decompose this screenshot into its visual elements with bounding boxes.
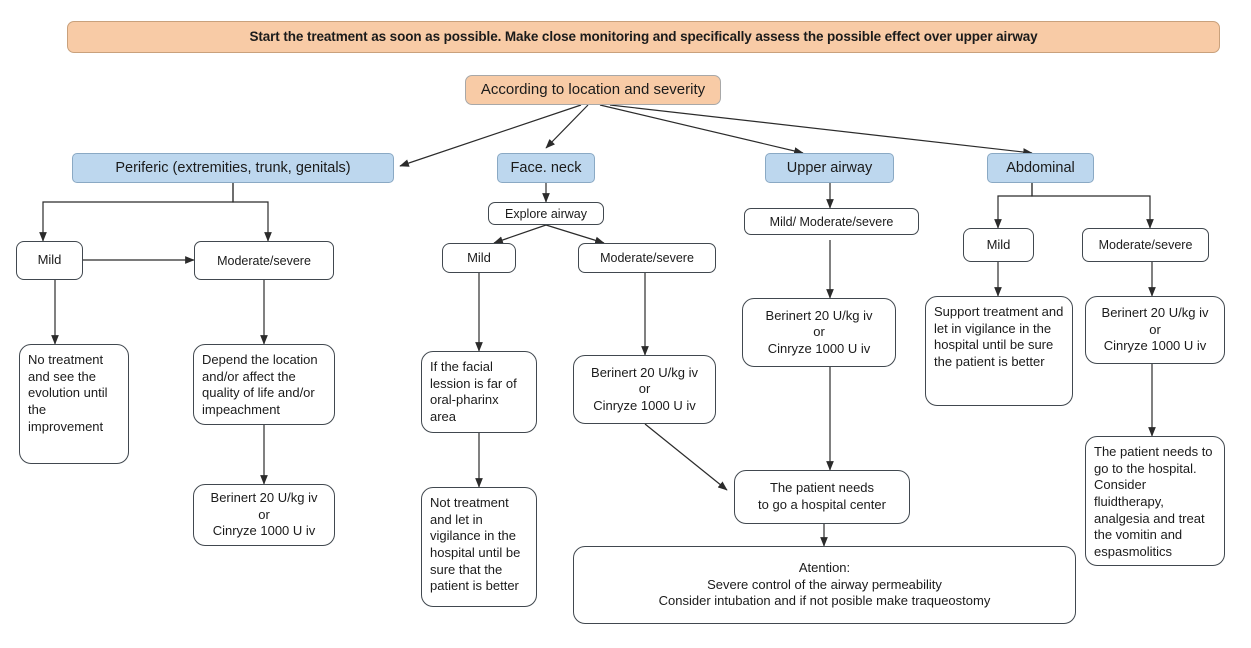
node-airway-hospital-text: The patient needs to go a hospital cente… <box>758 480 886 512</box>
category-face-neck-label: Face. neck <box>510 159 582 176</box>
node-face-mild-condition: If the facial lession is far of oral-pha… <box>421 351 537 433</box>
node-abdominal-drug-text: Berinert 20 U/kg iv or Cinryze 1000 U iv <box>1101 305 1209 354</box>
node-face-mild-condition-text: If the facial lession is far of oral-pha… <box>430 359 517 424</box>
node-periferic-moderate-severe-action: Depend the location and/or affect the qu… <box>193 344 335 425</box>
node-face-moderate-severe: Moderate/severe <box>578 243 716 273</box>
node-periferic-drug-text: Berinert 20 U/kg iv or Cinryze 1000 U iv <box>210 490 318 539</box>
node-face-drug-text: Berinert 20 U/kg iv or Cinryze 1000 U iv <box>591 364 698 413</box>
node-face-mild-text: Mild <box>467 249 491 265</box>
node-face-moderate-severe-text: Moderate/severe <box>600 251 694 265</box>
node-periferic-drug: Berinert 20 U/kg iv or Cinryze 1000 U iv <box>193 484 335 546</box>
node-face-mild-action: Not treatment and let in vigilance in th… <box>421 487 537 607</box>
node-abdominal-mild-text: Mild <box>986 236 1011 252</box>
node-abdominal-drug: Berinert 20 U/kg iv or Cinryze 1000 U iv <box>1085 296 1225 364</box>
node-abdominal-mild-action-text: Support treatment and let in vigilance i… <box>934 304 1064 369</box>
category-abdominal: Abdominal <box>987 153 1094 183</box>
node-periferic-mild-action-text: No treatment and see the evolution until… <box>28 352 108 434</box>
category-face-neck: Face. neck <box>497 153 595 183</box>
category-periferic-label: Periferic (extremities, trunk, genitals) <box>115 159 351 176</box>
category-upper-airway-label: Upper airway <box>786 159 873 176</box>
node-abdominal-mild: Mild <box>963 228 1034 262</box>
node-attention-text: Atention: Severe control of the airway p… <box>658 560 991 609</box>
node-periferic-moderate-severe-text: Moderate/severe <box>217 253 311 268</box>
header-banner-text: Start the treatment as soon as possible.… <box>249 29 1038 45</box>
root-node-text: According to location and severity <box>480 81 706 99</box>
node-airway-severity-text: Mild/ Moderate/severe <box>769 214 894 229</box>
root-node: According to location and severity <box>465 75 721 105</box>
node-airway-drug: Berinert 20 U/kg iv or Cinryze 1000 U iv <box>742 298 896 367</box>
node-abdominal-moderate-severe: Moderate/severe <box>1082 228 1209 262</box>
node-face-drug: Berinert 20 U/kg iv or Cinryze 1000 U iv <box>573 355 716 424</box>
node-airway-severity: Mild/ Moderate/severe <box>744 208 919 235</box>
category-abdominal-label: Abdominal <box>1006 159 1075 176</box>
node-abdominal-hospital-text: The patient needs to go to the hospital.… <box>1094 444 1213 559</box>
node-airway-hospital: The patient needs to go a hospital cente… <box>734 470 910 524</box>
node-abdominal-mild-action: Support treatment and let in vigilance i… <box>925 296 1073 406</box>
node-airway-drug-text: Berinert 20 U/kg iv or Cinryze 1000 U iv <box>765 307 873 356</box>
node-face-mild: Mild <box>442 243 516 273</box>
node-periferic-mild: Mild <box>16 241 83 280</box>
node-periferic-mild-text: Mild <box>37 252 62 268</box>
node-face-mild-action-text: Not treatment and let in vigilance in th… <box>430 495 521 594</box>
node-abdominal-hospital: The patient needs to go to the hospital.… <box>1085 436 1225 566</box>
node-face-explore-airway-text: Explore airway <box>505 206 587 221</box>
node-periferic-moderate-severe: Moderate/severe <box>194 241 334 280</box>
node-periferic-moderate-severe-action-text: Depend the location and/or affect the qu… <box>202 352 318 417</box>
category-upper-airway: Upper airway <box>765 153 894 183</box>
node-periferic-mild-action: No treatment and see the evolution until… <box>19 344 129 464</box>
category-periferic: Periferic (extremities, trunk, genitals) <box>72 153 394 183</box>
header-banner: Start the treatment as soon as possible.… <box>67 21 1220 53</box>
node-abdominal-moderate-severe-text: Moderate/severe <box>1098 238 1193 252</box>
node-face-explore-airway: Explore airway <box>488 202 604 225</box>
node-attention: Atention: Severe control of the airway p… <box>573 546 1076 624</box>
